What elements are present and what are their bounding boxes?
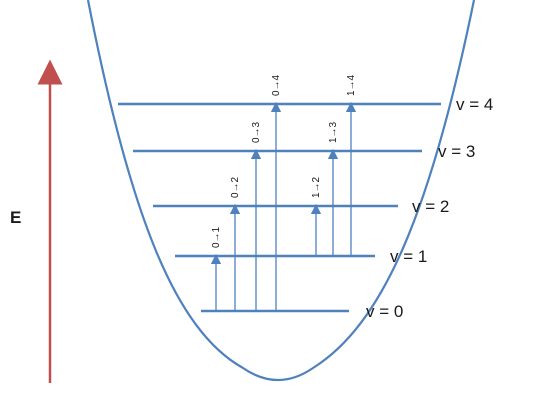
transition-label-1-4: 1→4 — [346, 74, 357, 96]
transition-label-0-2: 0→2 — [230, 176, 241, 198]
transition-arrows: 0→1 0→2 0→3 0→4 1→2 1→3 1→4 — [210, 74, 357, 310]
energy-level-label-v0: v = 0 — [366, 302, 403, 321]
energy-level-label-v2: v = 2 — [412, 197, 449, 216]
energy-level-label-v4: v = 4 — [456, 95, 493, 114]
energy-levels: v = 0 v = 1 v = 2 v = 3 v = 4 — [118, 95, 493, 321]
energy-level-label-v1: v = 1 — [390, 247, 427, 266]
transition-label-1-3: 1→3 — [328, 121, 339, 143]
potential-well-curve — [86, 0, 476, 381]
transition-label-1-2: 1→2 — [311, 176, 322, 198]
energy-axis-label: E — [10, 208, 21, 227]
energy-level-label-v3: v = 3 — [438, 142, 475, 161]
transition-label-0-1: 0→1 — [211, 226, 222, 248]
transition-label-0-4: 0→4 — [271, 74, 282, 96]
transition-label-0-3: 0→3 — [251, 121, 262, 143]
